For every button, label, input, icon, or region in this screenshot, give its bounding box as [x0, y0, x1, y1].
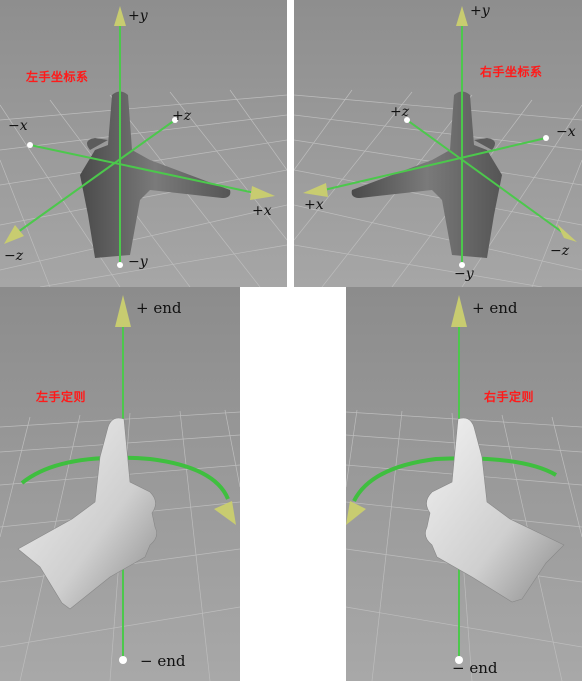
pos-end-label: + end [472, 299, 518, 317]
pos-end-label: + end [136, 299, 182, 317]
panel-title: 左手坐标系 [26, 70, 89, 84]
x-axis-line [29, 144, 256, 194]
right-hand-rule-illustration [346, 287, 582, 681]
neg-z-label: −z [4, 248, 24, 264]
neg-end-label: − end [140, 652, 186, 670]
axes [4, 6, 275, 268]
left-coordinate-system-panel: 左手坐标系 +y −x +z +x −z −y [0, 0, 287, 287]
hand-shape [17, 417, 157, 610]
neg-x-label: −x [8, 118, 28, 134]
panel-title: 右手定则 [484, 390, 535, 404]
hand-shape [351, 91, 502, 258]
hand-shape [425, 417, 565, 603]
rotation-arc [20, 455, 230, 500]
pos-z-label: +z [172, 108, 192, 124]
panel-title: 右手坐标系 [480, 65, 543, 79]
z-axis-line [17, 119, 176, 233]
right-coordinate-system-illustration [294, 0, 582, 287]
pos-y-label: +y [128, 8, 148, 24]
neg-y-label: −y [454, 266, 474, 282]
panel-title: 左手定则 [36, 390, 87, 404]
neg-x-label: −x [556, 124, 576, 140]
rotation-arc-cone [214, 501, 236, 525]
x-axis-cone [250, 186, 275, 200]
end-axis-cone [451, 295, 467, 327]
neg-y-label: −y [128, 254, 148, 270]
pos-x-label: +x [252, 203, 272, 219]
neg-z-label: −z [550, 243, 570, 259]
pos-z-label: +z [390, 104, 410, 120]
right-hand-rule-panel: 右手定则 + end − end [346, 287, 582, 681]
y-axis-cone [114, 6, 126, 26]
left-coordinate-system-illustration [0, 0, 287, 287]
pos-x-label: +x [304, 197, 324, 213]
hand-shape [80, 91, 231, 258]
right-coordinate-system-panel: 右手坐标系 +y +z −x +x −z −y [294, 0, 582, 287]
neg-end-label: − end [452, 659, 498, 677]
pos-y-label: +y [470, 3, 490, 19]
axes [303, 6, 577, 268]
rotation-arc [352, 456, 558, 502]
left-hand-rule-panel: 左手定则 + end − end [0, 287, 240, 681]
left-hand-rule-illustration [0, 287, 240, 681]
rotation-arc-cone [346, 501, 366, 525]
end-axis-cone [115, 295, 131, 327]
z-axis-cone [4, 225, 24, 244]
